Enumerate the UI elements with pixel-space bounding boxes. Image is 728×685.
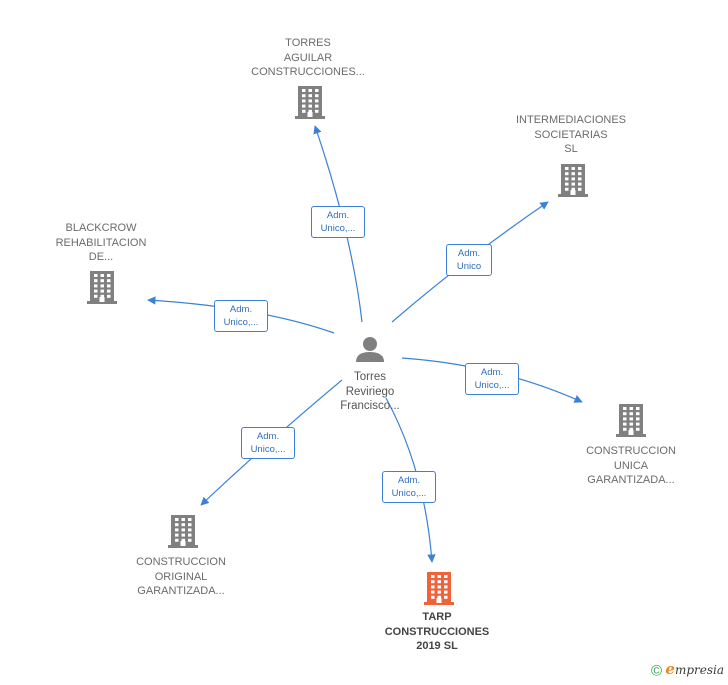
relation-line: Adm. xyxy=(457,248,481,259)
building-icon-blackcrow[interactable] xyxy=(87,271,117,304)
relation-line: Unico,... xyxy=(250,444,286,455)
label-line: INTERMEDIACIONES xyxy=(515,114,626,126)
brand-initial: e xyxy=(665,659,675,678)
label-line: GARANTIZADA... xyxy=(587,474,675,486)
label-line: REHABILITACION xyxy=(55,236,147,249)
relation-label-construccion-unica[interactable]: Adm. Unico,... xyxy=(465,363,519,395)
label-line: DE... xyxy=(88,251,114,263)
relation-line: Unico,... xyxy=(391,488,427,499)
relation-line: Adm. xyxy=(397,475,421,486)
label-line: SL xyxy=(564,143,578,155)
relation-line: Unico,... xyxy=(223,317,259,328)
company-label-blackcrow[interactable]: BLACKCROW REHABILITACION DE... xyxy=(35,221,167,265)
label-line: TARP xyxy=(422,611,452,623)
label-line: GARANTIZADA... xyxy=(137,585,225,597)
label-line: CONSTRUCCIONES xyxy=(384,625,490,638)
label-line: 2019 SL xyxy=(416,640,458,652)
building-icon-tarp[interactable] xyxy=(424,572,454,605)
company-label-tarp[interactable]: TARP CONSTRUCCIONES 2019 SL xyxy=(362,610,512,654)
relation-label-torres-aguilar[interactable]: Adm. Unico,... xyxy=(311,206,365,238)
label-line: CONSTRUCCION xyxy=(136,556,226,568)
empresia-watermark: © empresia xyxy=(651,660,724,679)
relation-line: Unico,... xyxy=(320,223,356,234)
brand-name: mpresia xyxy=(674,662,724,677)
label-line: AGUILAR xyxy=(283,51,333,64)
label-line: TORRES xyxy=(285,37,331,49)
relation-label-intermediaciones[interactable]: Adm. Unico xyxy=(446,244,492,276)
relation-line: Adm. xyxy=(256,431,280,442)
relation-label-blackcrow[interactable]: Adm. Unico,... xyxy=(214,300,268,332)
company-label-intermediaciones[interactable]: INTERMEDIACIONES SOCIETARIAS SL xyxy=(501,113,641,157)
center-name-line: Reviriego xyxy=(345,385,395,398)
building-icon-construccion-original[interactable] xyxy=(168,515,198,548)
label-line: CONSTRUCCIONES... xyxy=(251,66,365,78)
relation-line: Adm. xyxy=(229,304,253,315)
building-icon-intermediaciones[interactable] xyxy=(558,164,588,197)
label-line: BLACKCROW xyxy=(65,222,137,234)
label-line: UNICA xyxy=(613,459,649,472)
label-line: CONSTRUCCION xyxy=(586,445,676,457)
center-name-line: Torres xyxy=(354,371,386,383)
buildings xyxy=(87,86,646,605)
building-icon-construccion-unica[interactable] xyxy=(616,404,646,437)
relation-line: Adm. xyxy=(480,367,504,378)
center-person-label[interactable]: Torres Reviriego Francisco... xyxy=(320,370,420,414)
label-line: SOCIETARIAS xyxy=(534,128,608,141)
company-label-construccion-original[interactable]: CONSTRUCCION ORIGINAL GARANTIZADA... xyxy=(111,555,251,599)
relation-line: Adm. xyxy=(326,210,350,221)
building-icon-torres-aguilar[interactable] xyxy=(295,86,325,119)
label-line: ORIGINAL xyxy=(154,570,208,583)
relation-label-construccion-original[interactable]: Adm. Unico,... xyxy=(241,427,295,459)
copyright-symbol: © xyxy=(650,662,663,679)
relation-line: Unico,... xyxy=(474,380,510,391)
relation-line: Unico xyxy=(456,261,482,272)
relation-label-tarp[interactable]: Adm. Unico,... xyxy=(382,471,436,503)
center-name-line: Francisco... xyxy=(340,400,400,412)
company-label-construccion-unica[interactable]: CONSTRUCCION UNICA GARANTIZADA... xyxy=(561,444,701,488)
person-icon xyxy=(356,337,384,362)
company-label-torres-aguilar[interactable]: TORRES AGUILAR CONSTRUCCIONES... xyxy=(238,36,378,80)
